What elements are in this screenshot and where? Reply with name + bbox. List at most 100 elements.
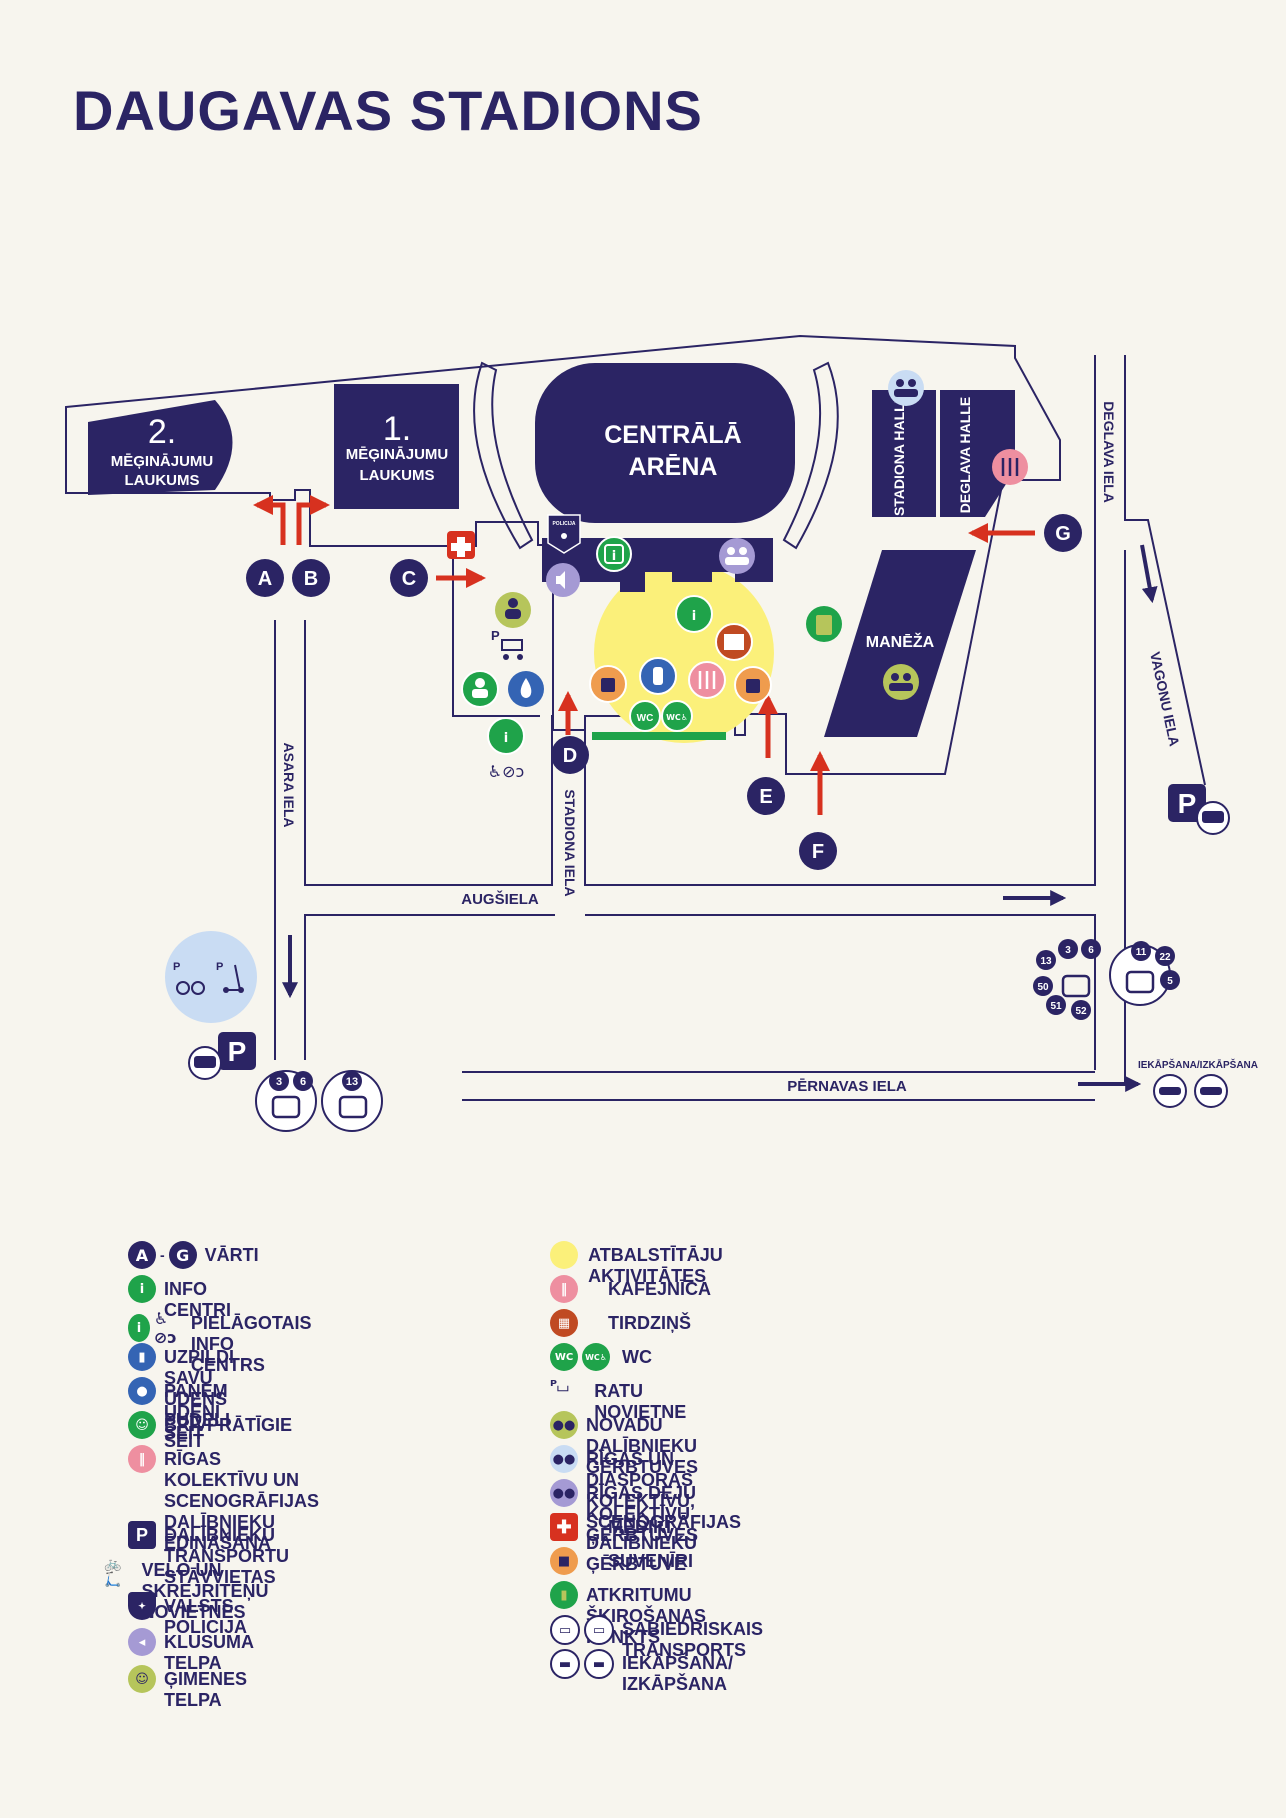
legend-item: ▦ TIRDZIŅŠ [550, 1309, 691, 1337]
tram-stop-right: 11 22 5 [1109, 941, 1180, 1006]
legend-item: ●● RĪGAS DEJU KOLEKTĪVU ĢĒRBTUVES [550, 1479, 720, 1546]
legend-item: A-G VĀRTI [128, 1241, 259, 1269]
legend-item: P DALĪBNIEKU TRANSPORTU STĀVVIETAS [128, 1521, 289, 1588]
svg-text:11: 11 [1136, 947, 1147, 958]
recycling-icon: ▮ [550, 1581, 578, 1609]
street-pernavas: PĒRNAVAS IELA [787, 1078, 907, 1095]
parking-icon: P [218, 1032, 256, 1070]
entry-arrows [253, 495, 1035, 815]
legend-item: ‖ RĪGAS KOLEKTĪVU UN SCENOGRĀFIJAS DALĪB… [128, 1445, 319, 1554]
svg-text:POLICIJA: POLICIJA [552, 521, 575, 527]
gate-b: B [292, 559, 330, 597]
souvenirs-icon [589, 665, 627, 703]
svg-text:6: 6 [300, 1076, 306, 1088]
souvenirs-icon [734, 666, 772, 704]
central-arena [535, 363, 795, 523]
svg-text:13: 13 [1040, 956, 1052, 967]
supporters-area-icon [550, 1241, 580, 1269]
stroller-icon: ᴾ⌴ [550, 1377, 569, 1395]
arena-label-1: CENTRĀLĀ [604, 421, 742, 449]
medics-icon: ✚ [550, 1513, 600, 1541]
svg-text:3: 3 [276, 1076, 282, 1088]
svg-text:5: 5 [1167, 976, 1173, 987]
deglava-hall-label: DEGLAVA HALLE [957, 397, 973, 513]
field-2-label-1: MĒĢINĀJUMU [111, 453, 214, 470]
legend-label: KLUSUMA TELPA [164, 1632, 254, 1673]
legend-item: ▮ UZPILDI SAVU ŪDENS PUDELI ŠEIT [128, 1343, 234, 1452]
legend-label: RĪGAS KOLEKTĪVU UN SCENOGRĀFIJAS DALĪBNI… [164, 1449, 320, 1553]
street-lines [274, 355, 1206, 1101]
svg-text:P: P [491, 628, 500, 643]
svg-text:E: E [759, 786, 772, 808]
svg-text:B: B [304, 568, 318, 590]
public-transport-icon: ▭▭ [550, 1615, 614, 1645]
legend-label: IEKĀPŠANA/ IZKĀPŠANA [622, 1653, 734, 1694]
drop-off-icon: ▬▬ [550, 1649, 614, 1679]
stadium-hall-label: STADIONA HALLE [891, 394, 907, 516]
legend-item: ☺ ĢIMENES TELPA [128, 1665, 247, 1711]
family-room-icon: ☺ [128, 1665, 156, 1693]
svg-text:22: 22 [1159, 952, 1171, 963]
legend-label: ĢIMENES TELPA [164, 1669, 248, 1710]
legend-item: ■ SUVENĪRI [550, 1547, 693, 1575]
legend-label: VALSTS POLICIJA [164, 1596, 248, 1637]
svg-text:50: 50 [1037, 982, 1049, 993]
street-augsiela: AUGŠIELA [461, 890, 539, 908]
street-asara: ASARA IELA [281, 742, 297, 827]
souvenirs-icon: ■ [550, 1547, 600, 1575]
deglava-hall [940, 390, 1015, 517]
legend-item: ● PAŅEM ŪDENI ŠEIT [128, 1377, 228, 1444]
bus-stop-left: 3 6 [255, 1070, 317, 1132]
bus-stop-right: 13 3 6 50 51 52 [1033, 939, 1101, 1020]
street-deglava: DEGLAVA IELA [1101, 401, 1117, 503]
legend-item: ✦ VALSTS POLICIJA [128, 1592, 247, 1638]
stage-strip [592, 732, 726, 740]
tram-stop-left: 13 [321, 1070, 383, 1132]
gate-c: C [390, 559, 428, 597]
svg-text:P: P [1178, 788, 1197, 819]
info-icon: i [128, 1275, 156, 1303]
legend-label: MEDIĶI [608, 1517, 671, 1537]
volunteer-icon: ☺ [128, 1411, 156, 1439]
dance-changing-icon [719, 538, 755, 574]
police-icon: POLICIJA [547, 514, 581, 554]
legend-label: VELO UN SKREJRITEŅU NOVIETNES [141, 1560, 269, 1622]
legend-label: RATU NOVIETNE [594, 1381, 687, 1422]
legend-label: RĪGAS DEJU KOLEKTĪVU ĢĒRBTUVES [586, 1483, 699, 1545]
svg-text:13: 13 [346, 1076, 358, 1088]
maneza [824, 550, 976, 737]
svg-text:i: i [692, 609, 696, 624]
street-vagonu: VAGONU IELA [1147, 650, 1183, 747]
svg-text:P: P [173, 961, 180, 973]
bus-icon [188, 1046, 222, 1080]
gate-f: F [799, 832, 837, 870]
legend-item: ✚ MEDIĶI [550, 1513, 671, 1541]
legend-item: i INFO CENTRI [128, 1275, 231, 1321]
bus-icon [1196, 801, 1230, 835]
water-bottle-icon [639, 657, 677, 695]
drop-off-icon [1153, 1074, 1228, 1108]
svg-text:P: P [228, 1036, 247, 1067]
info-icon: i [596, 536, 632, 572]
site-outline [65, 334, 1061, 775]
accessible-wc-icon: WC♿ [661, 700, 693, 732]
legend-label: PAŅEM ŪDENI ŠEIT [164, 1381, 228, 1443]
stadium-hall [872, 390, 936, 517]
dining-icon [992, 449, 1028, 485]
dance-changing-icon: ●● [550, 1479, 578, 1507]
legend-item: ◂ KLUSUMA TELPA [128, 1628, 253, 1674]
info-icon: i [675, 595, 713, 633]
svg-text:WC: WC [637, 713, 654, 724]
svg-text:♿⊘ↄ: ♿⊘ↄ [488, 762, 525, 781]
maneza-label: MANĒŽA [866, 632, 935, 651]
legend-item: i♿⊘ↄ PIELĀGOTAIS INFO CENTRS [128, 1309, 312, 1376]
legend-label: VĀRTI [204, 1245, 259, 1265]
water-drop-icon [508, 671, 544, 707]
supporters-area [594, 563, 774, 743]
cafe-icon: ‖ [550, 1275, 600, 1303]
field-2-number: 2. [148, 413, 176, 451]
field-1-label-2: LAUKUMS [360, 467, 435, 484]
svg-text:A: A [258, 568, 272, 590]
legend-label: ATBALSTĪTĀJU AKTIVITĀTES [588, 1245, 723, 1286]
